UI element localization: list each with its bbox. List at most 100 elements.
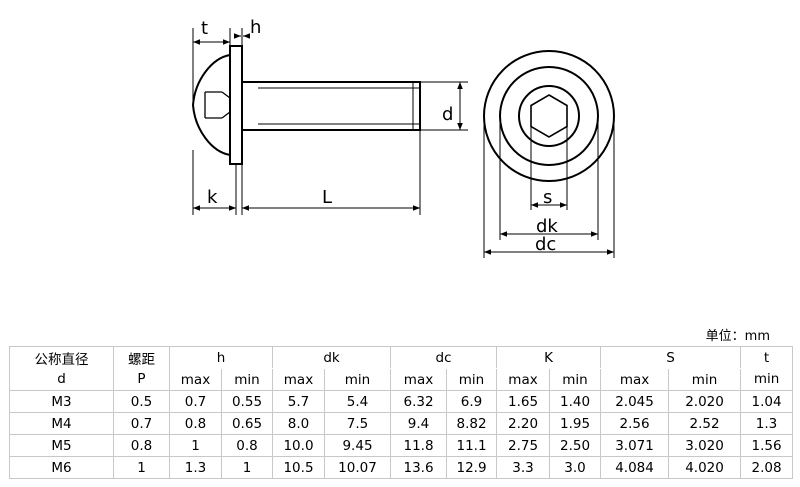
front-dimensions xyxy=(483,120,615,258)
subheader-cell: max xyxy=(600,368,670,391)
table-cell: 0.8 xyxy=(169,412,222,435)
subheader-cell: P xyxy=(113,368,170,391)
screw-technical-drawing: t h k L d s dk dc xyxy=(191,17,615,258)
subheader-cell: min xyxy=(740,368,794,391)
table-cell: 10.07 xyxy=(323,456,392,479)
table-cell: 3.0 xyxy=(549,456,602,479)
side-view xyxy=(191,45,421,165)
header-s: S xyxy=(600,346,742,369)
header-t: t xyxy=(740,346,794,369)
table-cell: 10.5 xyxy=(272,456,325,479)
header-nominal: 公称直径 xyxy=(9,346,114,369)
label-d: d xyxy=(442,104,453,125)
label-dc: dc xyxy=(535,234,556,255)
header-pitch: 螺距 xyxy=(113,346,170,369)
header-k: K xyxy=(496,346,602,369)
button-head xyxy=(191,53,231,157)
table-cell: 12.9 xyxy=(446,456,498,479)
table-cell: 1.3 xyxy=(740,412,794,435)
label-s: s xyxy=(543,187,552,208)
table-cell: 11.1 xyxy=(446,434,498,457)
table-subheader-row: d P max min max min max min max min max … xyxy=(9,368,794,391)
table-cell: 3.071 xyxy=(600,434,670,457)
subheader-cell: min xyxy=(668,368,742,391)
table-cell: M4 xyxy=(9,412,114,435)
table-cell: M3 xyxy=(9,390,114,413)
table-row: M6 1 1.3 1 10.5 10.07 13.6 12.9 3.3 3.0 … xyxy=(9,456,794,479)
table-cell: 0.8 xyxy=(221,434,273,457)
table-cell: 0.5 xyxy=(113,390,170,413)
table-cell: 0.7 xyxy=(113,412,170,435)
table-cell: 2.75 xyxy=(496,434,551,457)
table-cell: 2.50 xyxy=(549,434,602,457)
table-cell: 11.8 xyxy=(390,434,448,457)
table-cell: 3.020 xyxy=(668,434,742,457)
subheader-cell: min xyxy=(446,368,498,391)
subheader-cell: min xyxy=(221,368,273,391)
table-cell: 3.3 xyxy=(496,456,551,479)
socket-circle xyxy=(518,85,580,147)
table-cell: 13.6 xyxy=(390,456,448,479)
table-cell: 6.9 xyxy=(446,390,498,413)
table-cell: 2.56 xyxy=(600,412,670,435)
label-t: t xyxy=(201,18,208,39)
header-dc: dc xyxy=(390,346,498,369)
table-cell: 1.3 xyxy=(169,456,222,479)
table-cell: M5 xyxy=(9,434,114,457)
table-cell: 1 xyxy=(169,434,222,457)
table-cell: 0.55 xyxy=(221,390,273,413)
subheader-cell: max xyxy=(390,368,448,391)
label-L: L xyxy=(322,187,332,208)
table-cell: 7.5 xyxy=(323,412,392,435)
table-header-row: 公称直径 螺距 h dk dc K S t xyxy=(9,346,794,369)
table-cell: 1.95 xyxy=(549,412,602,435)
table-cell: 5.4 xyxy=(323,390,392,413)
table-row: M5 0.8 1 0.8 10.0 9.45 11.8 11.1 2.75 2.… xyxy=(9,434,794,457)
side-dimensions xyxy=(192,28,468,215)
table-cell: 9.45 xyxy=(323,434,392,457)
table-cell: 4.084 xyxy=(600,456,670,479)
table-cell: 0.65 xyxy=(221,412,273,435)
table-cell: 1.04 xyxy=(740,390,794,413)
label-h: h xyxy=(250,17,261,38)
table-cell: 8.0 xyxy=(272,412,325,435)
table-cell: 2.08 xyxy=(740,456,794,479)
hex-socket xyxy=(530,94,568,138)
dimension-table: 公称直径 螺距 h dk dc K S t d P max min max mi… xyxy=(9,346,794,479)
subheader-cell: max xyxy=(169,368,222,391)
table-cell: 1.56 xyxy=(740,434,794,457)
header-dk: dk xyxy=(271,346,392,369)
table-cell: 0.8 xyxy=(113,434,170,457)
table-cell: 4.020 xyxy=(668,456,742,479)
table-cell: 10.0 xyxy=(272,434,325,457)
header-h: h xyxy=(169,346,273,369)
table-row: M4 0.7 0.8 0.65 8.0 7.5 9.4 8.82 2.20 1.… xyxy=(9,412,794,435)
table-cell: 1.65 xyxy=(496,390,551,413)
head-circle xyxy=(499,66,599,166)
subheader-cell: min xyxy=(549,368,602,391)
shank xyxy=(241,81,421,131)
subheader-cell: d xyxy=(9,368,114,391)
table-cell: 1.40 xyxy=(549,390,602,413)
table-cell: 2.20 xyxy=(496,412,551,435)
table-cell: 2.020 xyxy=(668,390,742,413)
table-cell: 1 xyxy=(113,456,170,479)
label-dk: dk xyxy=(536,216,558,237)
subheader-cell: min xyxy=(323,368,392,391)
table-cell: 2.045 xyxy=(600,390,670,413)
subheader-cell: max xyxy=(272,368,325,391)
flange-outer-circle xyxy=(483,50,615,182)
table-cell: M6 xyxy=(9,456,114,479)
table-cell: 1 xyxy=(221,456,273,479)
table-cell: 9.4 xyxy=(390,412,448,435)
front-view xyxy=(483,50,615,182)
table-row: M3 0.5 0.7 0.55 5.7 5.4 6.32 6.9 1.65 1.… xyxy=(9,390,794,413)
table-cell: 8.82 xyxy=(446,412,498,435)
unit-label: 单位：mm xyxy=(705,329,770,344)
label-k: k xyxy=(207,187,218,208)
flange xyxy=(229,45,243,165)
table-cell: 0.7 xyxy=(169,390,222,413)
subheader-cell: max xyxy=(496,368,551,391)
table-cell: 5.7 xyxy=(272,390,325,413)
table-cell: 2.52 xyxy=(668,412,742,435)
